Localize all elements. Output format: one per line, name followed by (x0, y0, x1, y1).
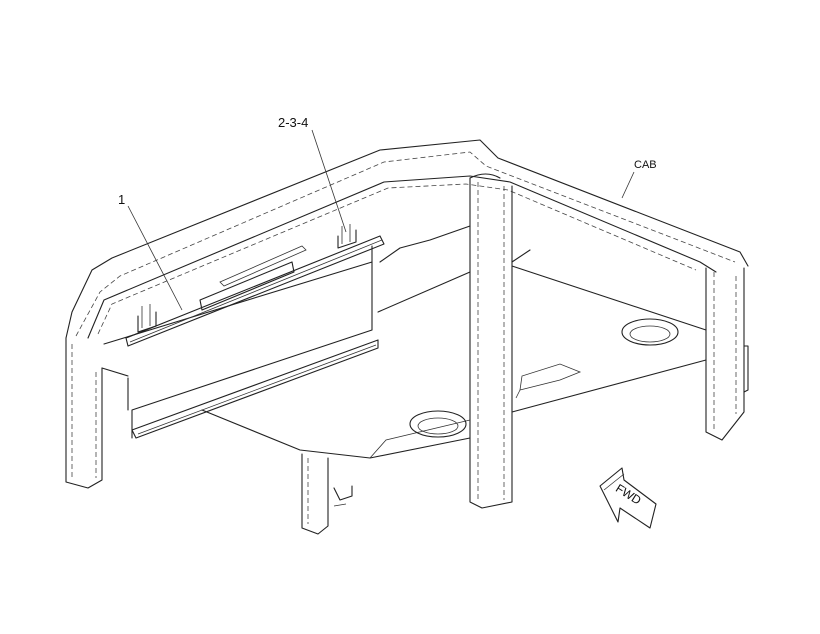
sun-visor-assembly (125, 224, 385, 347)
forward-arrow-icon: FWD (599, 467, 657, 529)
callout-part-1: 1 (118, 192, 125, 207)
leader-lines (127, 129, 635, 311)
floor-openings (409, 318, 679, 438)
leader-cab (621, 171, 635, 199)
callout-cab: CAB (634, 159, 657, 171)
right-pillar (705, 267, 749, 441)
left-pillar (65, 337, 129, 489)
leader-part-2-3-4 (311, 129, 347, 233)
left-wall-panel (103, 245, 379, 439)
cab-floor (201, 225, 707, 459)
cab-roof (65, 139, 749, 339)
leader-part-1 (127, 205, 183, 311)
callout-part-2-3-4: 2-3-4 (278, 115, 308, 130)
fwd-label: FWD (613, 481, 644, 508)
center-pillar (469, 173, 513, 509)
front-leg (301, 453, 353, 535)
